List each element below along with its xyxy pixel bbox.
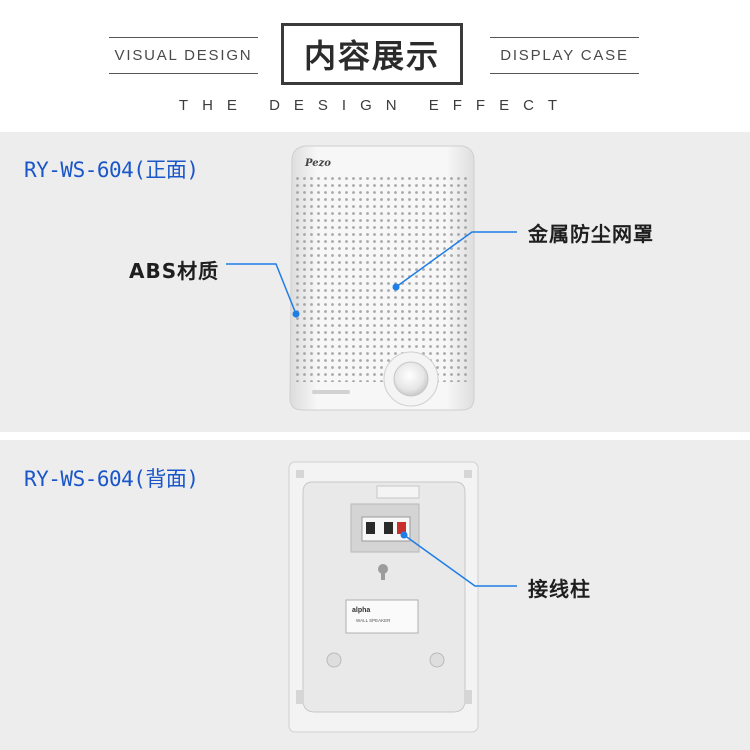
back-model-label: RY-WS-604(背面) [24,467,199,491]
header-right-label: DISPLAY CASE [500,47,629,64]
terminal-slot-icon [384,522,393,534]
callout-line-abs [226,263,297,315]
label-brand-logo: alpha [352,607,370,614]
page-title: 内容展示 [281,23,463,85]
header-left-label: VISUAL DESIGN [114,47,253,64]
callout-line-terminal [403,534,517,587]
rating-label [345,599,419,634]
callout-dot-terminal [400,531,408,539]
screw-foot-icon [326,652,342,668]
page-header: VISUAL DESIGN 内容展示 DISPLAY CASE THE DESI… [0,0,750,132]
corner-hook [296,690,304,704]
corner-hook [464,690,472,704]
tweeter-icon [393,361,429,397]
divider [109,37,258,38]
callout-metal-grille: 金属防尘网罩 [528,222,654,246]
corner-hook [296,470,304,478]
label-text: WALL SPEAKER [356,618,391,623]
keyhole-slot [381,569,385,580]
front-speaker-illustration: Pezo [226,145,517,411]
top-notch [376,485,420,499]
callout-terminal: 接线柱 [528,577,591,601]
divider [109,73,258,74]
terminal-red-icon [397,522,406,534]
corner-hook [464,470,472,478]
callout-dot-abs [292,310,300,318]
header-subtitle: THE DESIGN EFFECT [178,97,572,114]
bass-port [312,390,350,394]
callout-abs-material: ABS材质 [129,259,220,283]
callout-line-grille [395,231,517,288]
callout-dot-grille [392,283,400,291]
front-brand-logo: Pezo [304,158,331,169]
grille-mesh [293,176,469,382]
divider [490,37,639,38]
divider [490,73,639,74]
screw-foot-icon [429,652,445,668]
front-model-label: RY-WS-604(正面) [24,158,199,182]
terminal-slot-icon [366,522,375,534]
